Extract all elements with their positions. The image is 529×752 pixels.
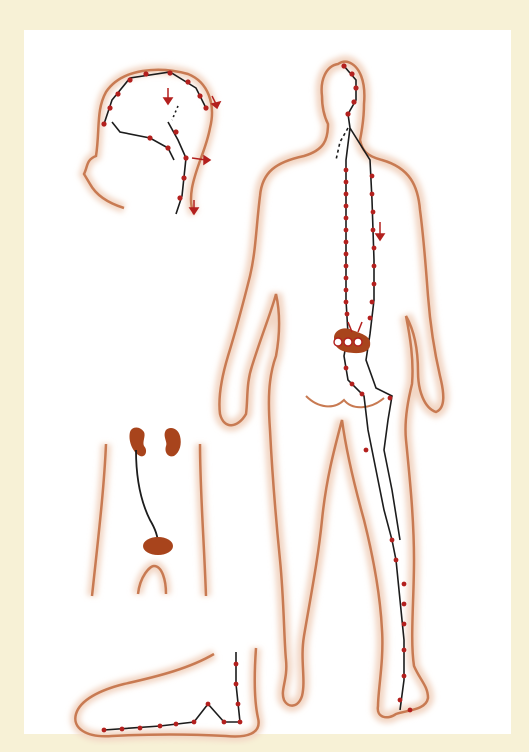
head-side-view: [84, 70, 220, 214]
direction-arrow-icon: [348, 222, 384, 332]
bladder: [143, 537, 173, 555]
sacral-points: [334, 338, 362, 346]
buttocks-crease: [306, 396, 384, 407]
kidney-left: [129, 428, 146, 457]
ureter-line: [136, 450, 158, 544]
body-back-view: [219, 62, 443, 718]
foot-outline-glow: [75, 648, 258, 736]
head-channel-dotted: [172, 106, 178, 120]
foot-channel-line: [104, 652, 240, 730]
head-outline-glow: [84, 70, 212, 214]
foot-side-view: [75, 648, 258, 736]
kidney-bladder-view: [92, 428, 206, 597]
kidney-right: [165, 428, 181, 456]
